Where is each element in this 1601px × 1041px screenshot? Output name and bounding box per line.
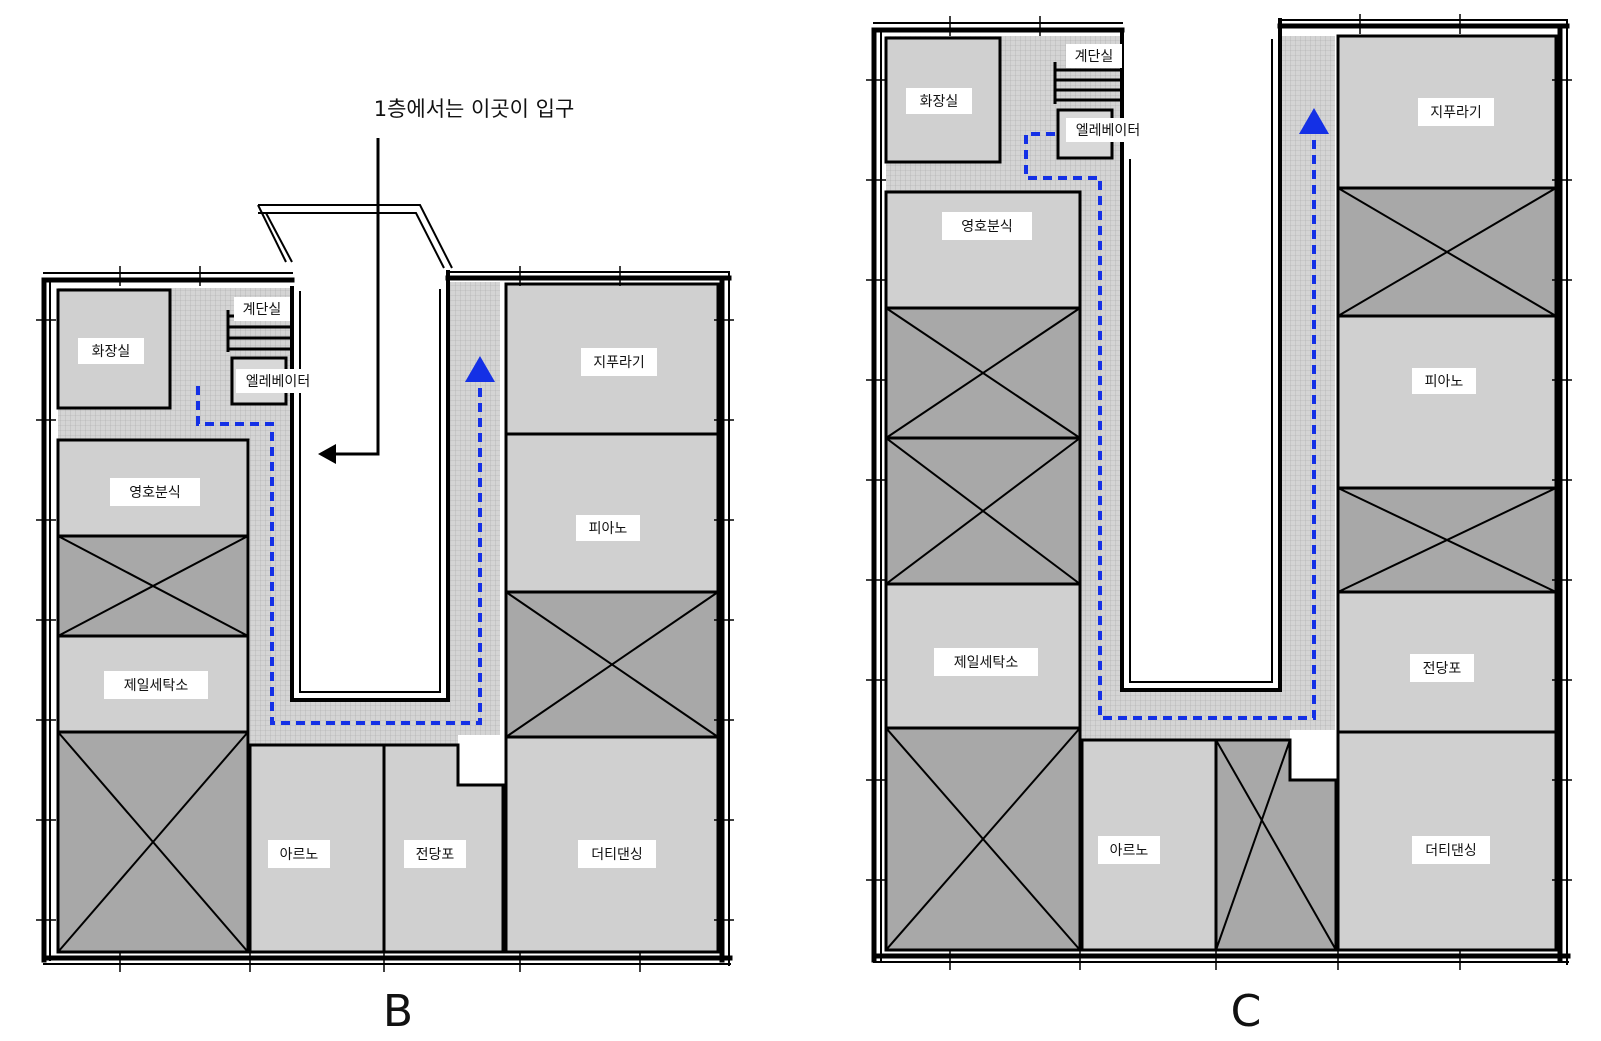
plan-c-labels: 화장실 계단실 엘레베이터 영호분식 제일세탁소 지푸라기 피아노 전당포 아르… [906, 44, 1494, 864]
plan-b-entrance-canopy [257, 204, 453, 269]
plan-c-label-jeil: 제일세탁소 [954, 655, 1019, 671]
plan-c-corridor [886, 36, 1335, 778]
plan-c-label-piano: 피아노 [1425, 374, 1464, 390]
plan-c-label-jeondang: 전당포 [1423, 661, 1462, 677]
plan-c-label-stairs: 계단실 [1075, 49, 1114, 65]
plan-b-entrance-arrowhead [318, 444, 336, 464]
plan-b-caption: B [383, 986, 413, 1037]
plan-c-room-piano [1336, 314, 1558, 490]
plan-c-route-arrowhead [1299, 108, 1329, 134]
plan-b-label-elevator: 엘레베이터 [246, 374, 310, 390]
plan-b-label-restroom: 화장실 [92, 344, 131, 360]
plan-b-labels: 화장실 계단실 엘레베이터 영호분식 제일세탁소 지푸라기 피아노 아르노 전당… [78, 297, 657, 868]
plan-c-label-jipurragi: 지푸라기 [1430, 105, 1482, 121]
plan-c-label-restroom: 화장실 [920, 94, 959, 110]
plan-b-route [196, 386, 482, 725]
plan-b-entrance-arrow [334, 138, 380, 456]
plan-b-label-stairs: 계단실 [243, 302, 282, 318]
plan-b-room-piano [504, 432, 720, 594]
plan-b-vacant-3 [504, 590, 720, 739]
plan-c-vacant-1 [884, 306, 1082, 440]
plan-c-label-dirty: 더티댄싱 [1425, 843, 1477, 859]
plan-c-stairs-treads [1053, 62, 1120, 104]
plan-b-annotation: 1층에서는 이곳이 입구 [374, 97, 575, 121]
plan-b-label-jeil: 제일세탁소 [124, 678, 189, 694]
plan-b-label-arno: 아르노 [280, 847, 319, 863]
plan-b-label-dirty: 더티댄싱 [591, 847, 643, 863]
plan-b-wall-ticks [36, 266, 734, 972]
plan-c-vacant-3 [884, 726, 1082, 952]
plan-c-route [1024, 132, 1316, 720]
plan-c-room-youngho [884, 190, 1082, 310]
plan-b-label-youngho: 영호분식 [129, 485, 181, 501]
plan-c-wall-ticks [866, 14, 1572, 970]
plan-c-vacant-6 [1214, 738, 1338, 952]
plan-b-label-jeondang: 전당포 [416, 847, 455, 863]
plan-c-label-youngho: 영호분식 [961, 219, 1013, 235]
plan-c-label-elevator: 엘레베이터 [1076, 123, 1140, 139]
plan-b-route-arrowhead [465, 356, 495, 382]
plan-b-vacant-1 [56, 534, 250, 638]
plan-c-vacant-2 [884, 436, 1082, 586]
plan-c: 화장실 계단실 엘레베이터 영호분식 제일세탁소 지푸라기 피아노 전당포 아르… [866, 14, 1572, 1037]
plan-c-caption: C [1231, 986, 1262, 1037]
plan-b-label-jipurragi: 지푸라기 [593, 355, 645, 371]
plan-c-vacant-4 [1336, 186, 1558, 318]
plan-b-vacant-2 [56, 730, 250, 954]
plan-c-vacant-5 [1336, 486, 1558, 594]
plan-b: 화장실 계단실 엘레베이터 영호분식 제일세탁소 지푸라기 피아노 아르노 전당… [36, 97, 734, 1037]
plan-b-label-piano: 피아노 [589, 521, 628, 537]
plan-c-label-arno: 아르노 [1110, 843, 1149, 859]
